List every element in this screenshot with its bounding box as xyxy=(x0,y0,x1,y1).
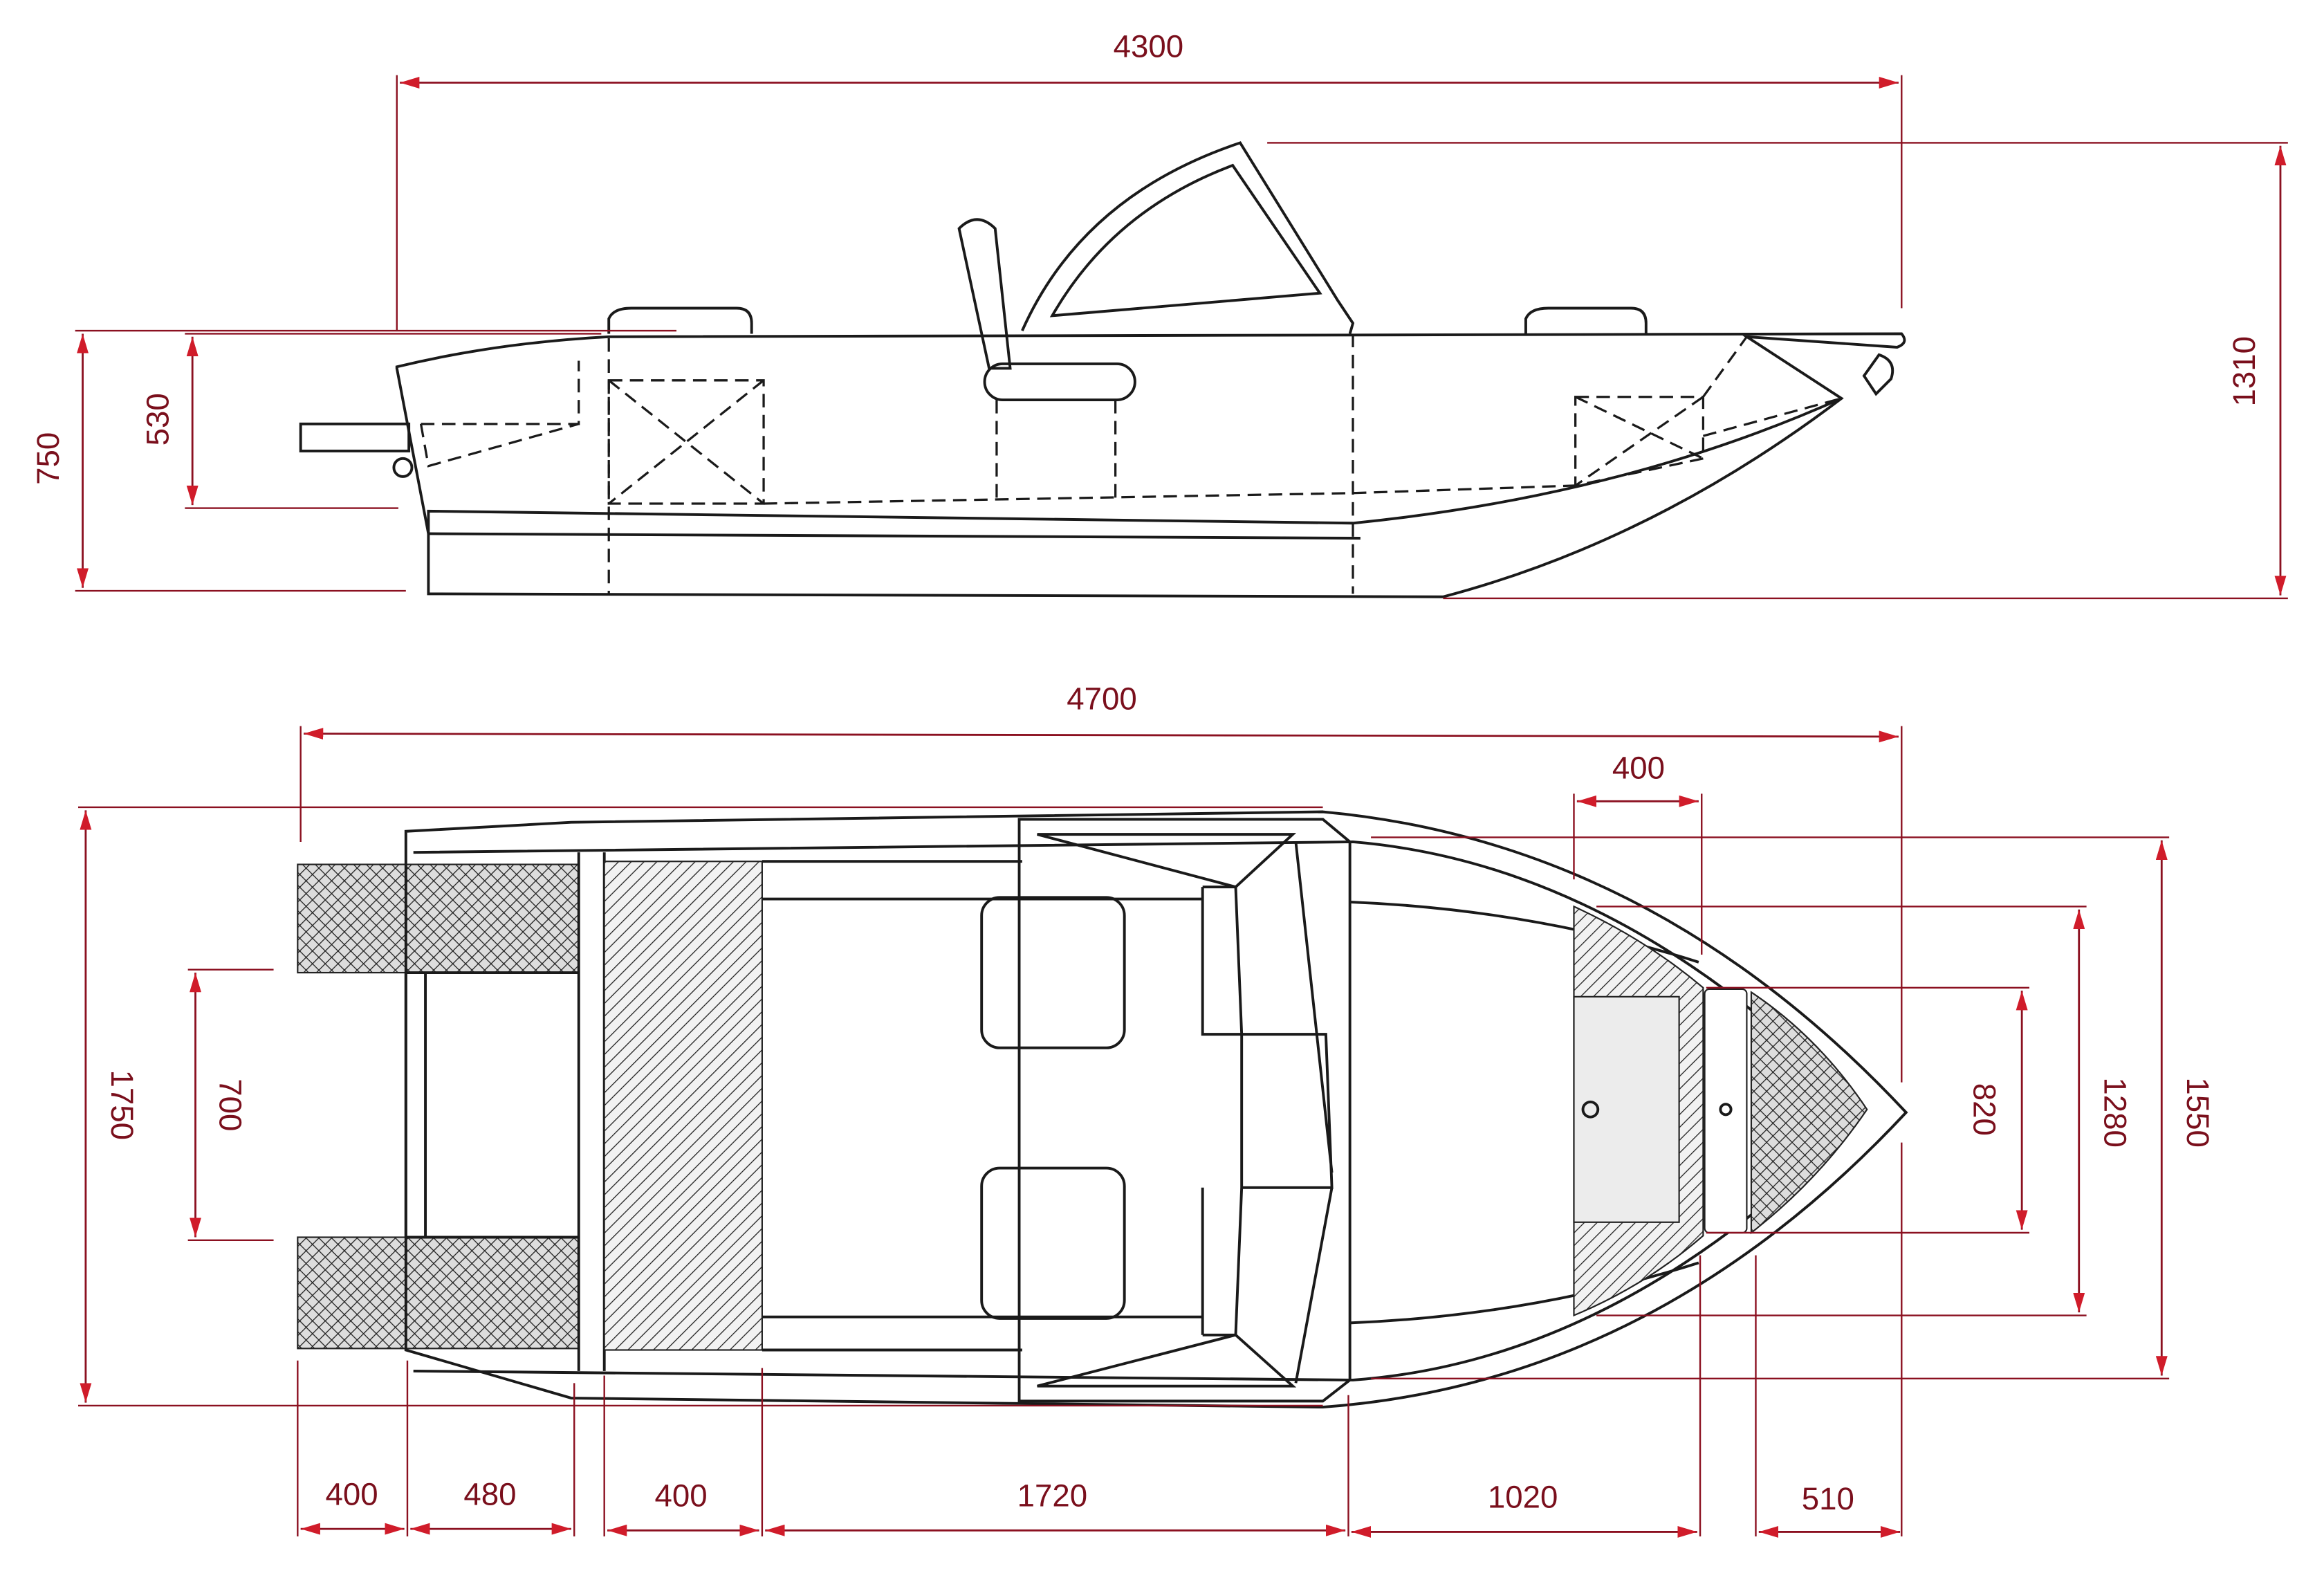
dim-segment: 400 xyxy=(654,1478,707,1514)
dim-width-1550: 1550 xyxy=(2180,1077,2215,1147)
hidden-bulkheads xyxy=(607,333,1576,594)
dim-height-750: 750 xyxy=(30,432,66,485)
bow-deck xyxy=(1750,991,1868,1235)
deck-inner xyxy=(1349,900,1699,1325)
dim-beam-1750: 1750 xyxy=(104,1070,140,1140)
stern-eye xyxy=(392,457,414,478)
transom-line xyxy=(428,532,1361,540)
bow-hatch-latch xyxy=(1581,1100,1600,1119)
dim-segment: 510 xyxy=(1802,1481,1854,1516)
hidden-bow-box xyxy=(1574,336,1842,487)
dim-width-1280: 1280 xyxy=(2098,1077,2133,1147)
anchor-locker xyxy=(1704,988,1748,1234)
dim-width-700: 700 xyxy=(212,1078,248,1131)
seat-cushion xyxy=(983,362,1136,402)
cockpit-sides xyxy=(762,860,1203,1352)
seat-back xyxy=(957,218,1012,370)
dim-length-4700: 4700 xyxy=(1067,681,1137,717)
hull-side-outline xyxy=(395,332,1906,598)
chine-line xyxy=(427,397,1843,534)
dim-width-820: 820 xyxy=(1967,1083,2002,1136)
rail-stern xyxy=(607,306,753,334)
dim-segment: 1720 xyxy=(1017,1478,1088,1514)
dim-length-4300: 4300 xyxy=(1114,29,1184,64)
top-view xyxy=(297,810,1908,1409)
dim-height-530: 530 xyxy=(140,393,175,445)
stern-platform-bottom xyxy=(297,1236,580,1350)
top-dimensions: 4700 1750 700 400 820 1280 1550 400 480 … xyxy=(78,681,2215,1538)
dim-length-400-bow: 400 xyxy=(1612,751,1665,786)
dim-segment: 480 xyxy=(463,1476,516,1512)
hidden-tank-box xyxy=(607,379,765,505)
stern-platform-top xyxy=(297,863,580,974)
hidden-stern-locker xyxy=(419,360,580,468)
bow-eye xyxy=(1862,353,1894,396)
outboard-bracket xyxy=(299,422,411,452)
rear-bench xyxy=(603,861,763,1351)
windshield xyxy=(1021,141,1355,334)
dim-segment: 400 xyxy=(325,1476,378,1512)
anchor-locker-latch xyxy=(1719,1103,1733,1117)
side-dimensions: 4300 1310 750 530 xyxy=(30,29,2288,600)
dim-segment: 1020 xyxy=(1488,1480,1558,1515)
dim-height-1310: 1310 xyxy=(2226,336,2262,406)
windshield-top xyxy=(1017,818,1352,1403)
seat-port xyxy=(980,896,1126,1049)
hidden-seat-base xyxy=(995,400,1117,501)
bow-hatch xyxy=(1573,995,1680,1223)
side-view xyxy=(299,141,1906,598)
rail-bow xyxy=(1524,306,1648,334)
seat-starboard xyxy=(980,1166,1126,1320)
